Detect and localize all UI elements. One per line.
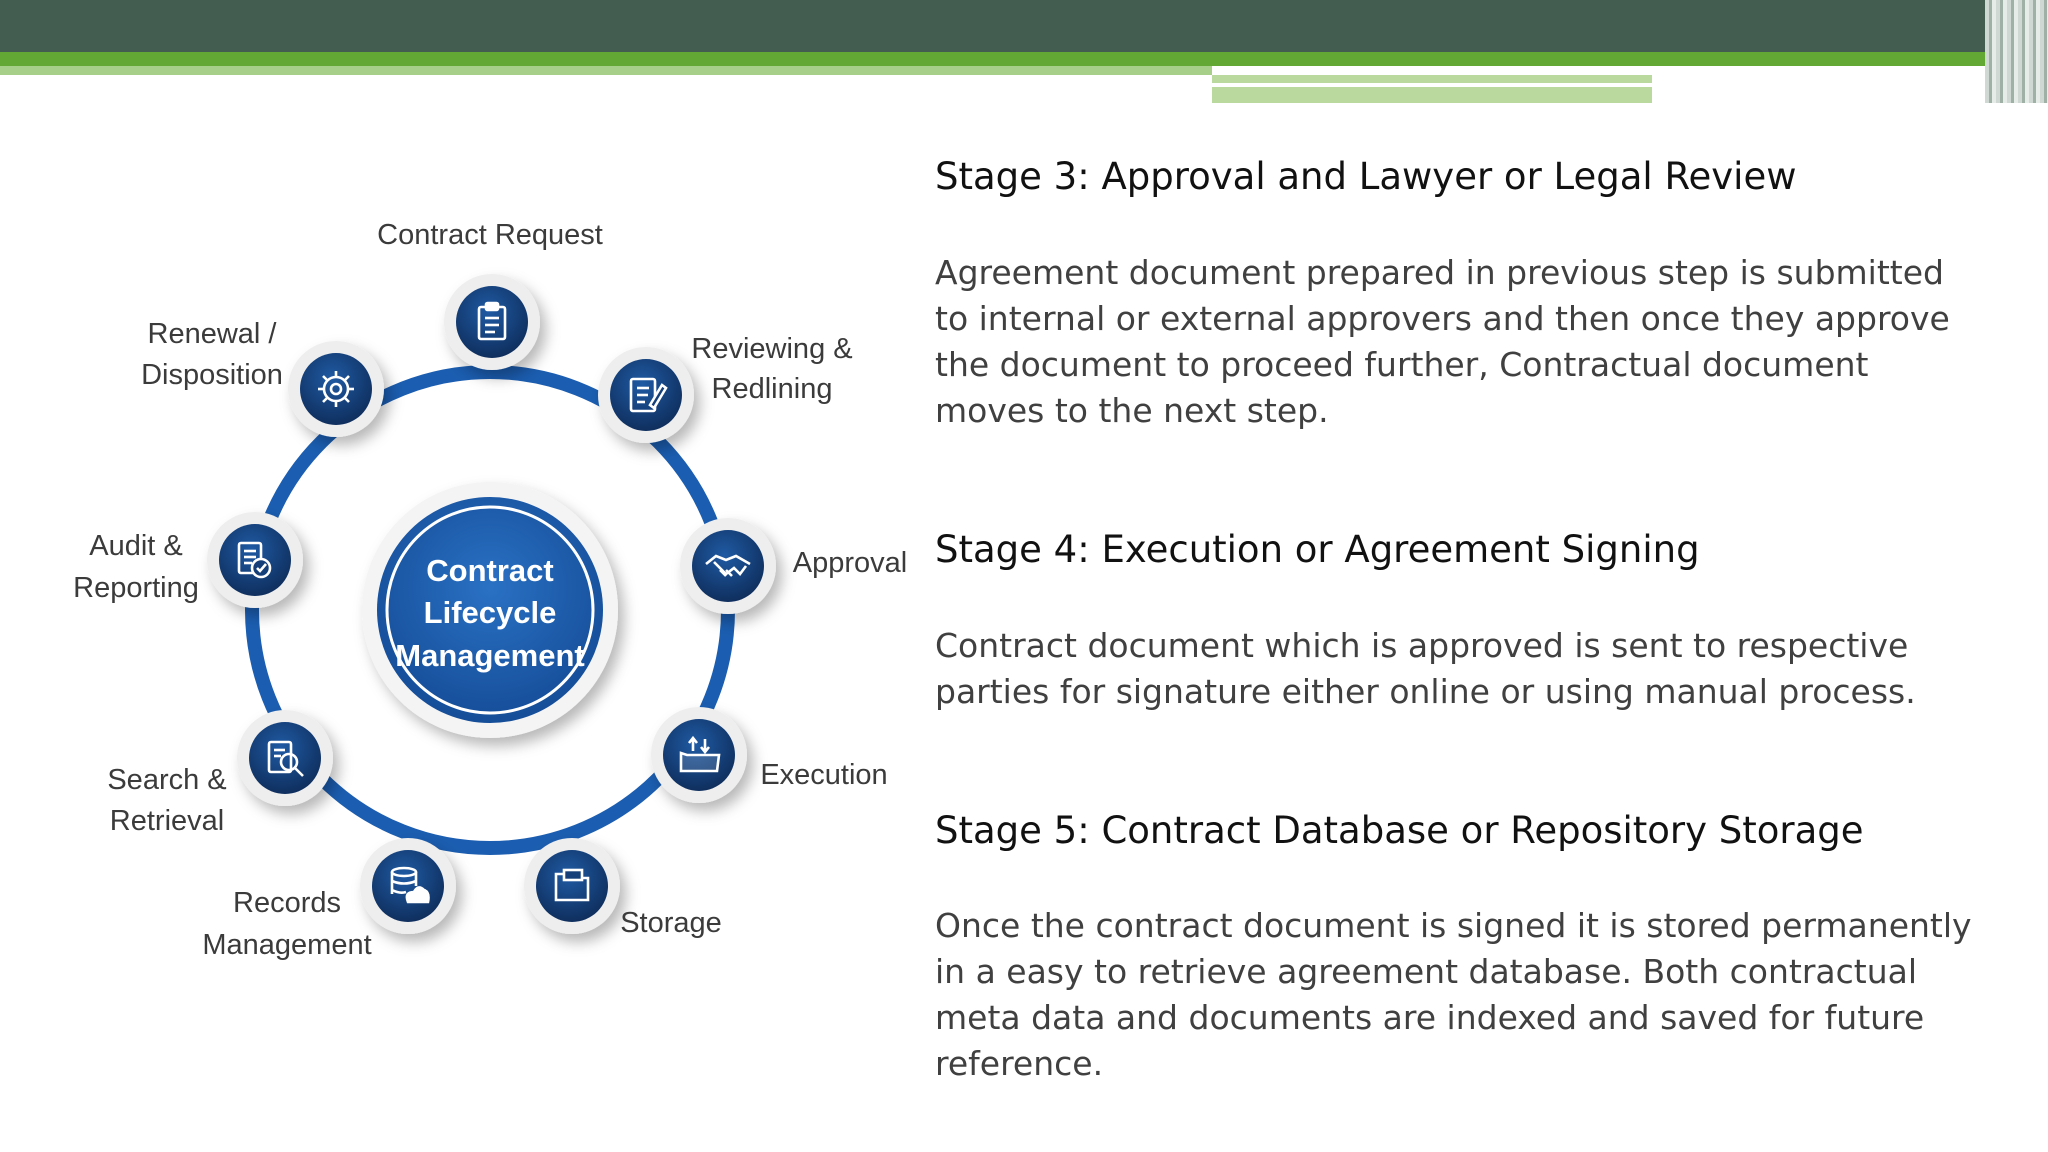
node-approval — [680, 518, 776, 614]
label-reviewing-line2: Redlining — [712, 373, 833, 405]
stage-5-heading: Stage 5: Contract Database or Repository… — [935, 809, 1864, 852]
edit-document-icon — [629, 377, 668, 413]
node-storage — [524, 838, 620, 934]
label-records-line2: Management — [202, 929, 371, 961]
folder-icon — [554, 868, 590, 902]
label-approval: Approval — [793, 547, 907, 579]
center-line-3: Management — [395, 638, 584, 673]
node-contract-request — [444, 274, 540, 370]
label-audit-line1: Audit & — [89, 530, 183, 562]
lifecycle-diagram: Contract Lifecycle Management — [73, 219, 907, 961]
document-check-icon — [237, 541, 272, 579]
stage-3-body: Agreement document prepared in previous … — [935, 253, 1950, 430]
stage-3-heading: Stage 3: Approval and Lawyer or Legal Re… — [935, 155, 1797, 198]
center-line-2: Lifecycle — [424, 595, 557, 630]
label-audit-line2: Reporting — [73, 572, 199, 604]
center-line-1: Contract — [426, 553, 553, 588]
database-cloud-icon — [390, 866, 430, 904]
green-stripe — [0, 52, 2048, 66]
label-reviewing-line1: Reviewing & — [691, 333, 852, 365]
node-renewal-disposition — [288, 341, 384, 437]
node-reviewing-redlining — [598, 347, 694, 443]
node-audit-reporting — [207, 512, 303, 608]
top-banner — [0, 0, 2048, 52]
node-search-retrieval — [237, 710, 333, 806]
label-search-line2: Retrieval — [110, 805, 224, 837]
label-renewal-line1: Renewal / — [148, 318, 278, 350]
center-hub: Contract Lifecycle Management — [362, 482, 618, 738]
label-contract-request: Contract Request — [377, 219, 603, 251]
node-records-management — [360, 838, 456, 934]
clipboard-icon — [477, 301, 507, 341]
node-execution — [651, 707, 747, 803]
stage-5-body: Once the contract document is signed it … — [935, 906, 1972, 1083]
label-renewal-line2: Disposition — [141, 359, 283, 391]
light-green-stripe — [0, 66, 1212, 75]
stage-4-body: Contract document which is approved is s… — [935, 626, 1916, 711]
gear-icon — [318, 371, 354, 407]
label-search-line1: Search & — [107, 764, 226, 796]
handshake-icon — [705, 554, 751, 577]
label-records-line1: Records — [233, 887, 341, 919]
label-execution: Execution — [760, 759, 887, 791]
label-storage: Storage — [620, 907, 722, 939]
stage-4-heading: Stage 4: Execution or Agreement Signing — [935, 528, 1700, 571]
light-green-stripe-right — [1212, 75, 1896, 103]
document-search-icon — [267, 740, 304, 777]
folder-upload-icon — [679, 735, 721, 773]
corner-decoration — [1985, 0, 2048, 103]
